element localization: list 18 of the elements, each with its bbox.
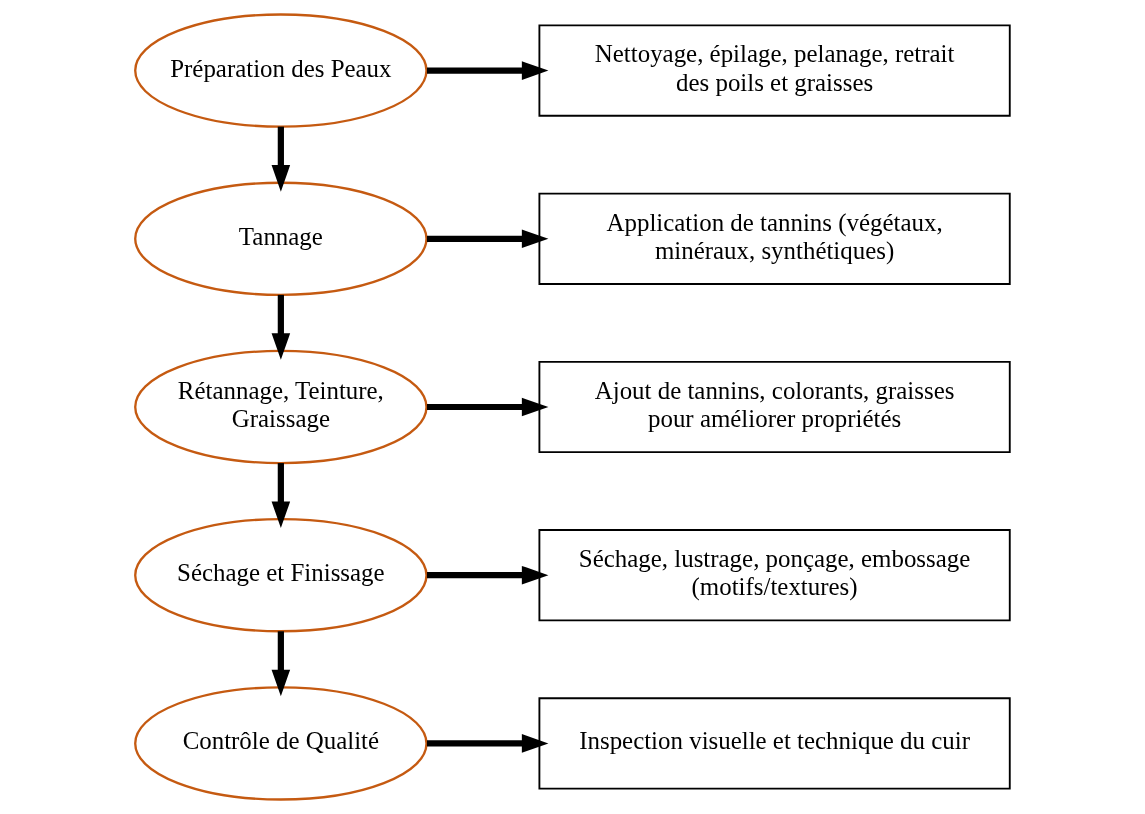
arrow [271, 631, 291, 697]
arrow [271, 294, 291, 360]
arrow [426, 734, 549, 753]
node-ellipse: Rétannage, Teinture, Graissage [134, 349, 428, 465]
node-box: Nettoyage, épilage, pelanage, retrait des poils et graisses [538, 24, 1011, 117]
arrow [426, 61, 549, 80]
node-ellipse: Contrôle de Qualité [134, 686, 428, 801]
arrow [426, 565, 549, 585]
node-ellipse: Préparation des Peaux [134, 13, 428, 128]
node-box: Inspection visuelle et technique du cuir [538, 697, 1011, 790]
node-ellipse: Tannage [134, 181, 428, 297]
node-box: Application de tannins (végétaux, minéraux, synthétiques) [538, 192, 1011, 285]
arrow [426, 229, 549, 249]
node-ellipse: Séchage et Finissage [134, 517, 428, 633]
arrow [426, 397, 549, 417]
arrow [271, 126, 291, 192]
node-box: Séchage, lustrage, ponçage, embossage (motifs/textures) [538, 529, 1011, 622]
node-box: Ajout de tannins, colorants, graisses pour améliorer propriétés [538, 360, 1011, 454]
